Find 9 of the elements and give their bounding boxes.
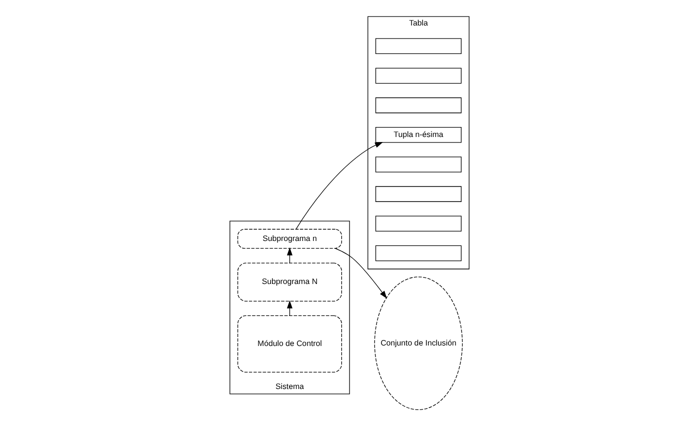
node-box	[374, 156, 462, 172]
node-box	[374, 97, 462, 114]
node-box	[374, 216, 462, 232]
node-box	[374, 245, 462, 262]
arrow	[334, 248, 386, 299]
node-box	[374, 38, 462, 54]
node-box	[374, 68, 462, 84]
node-box	[374, 186, 462, 202]
arrow	[295, 142, 382, 230]
